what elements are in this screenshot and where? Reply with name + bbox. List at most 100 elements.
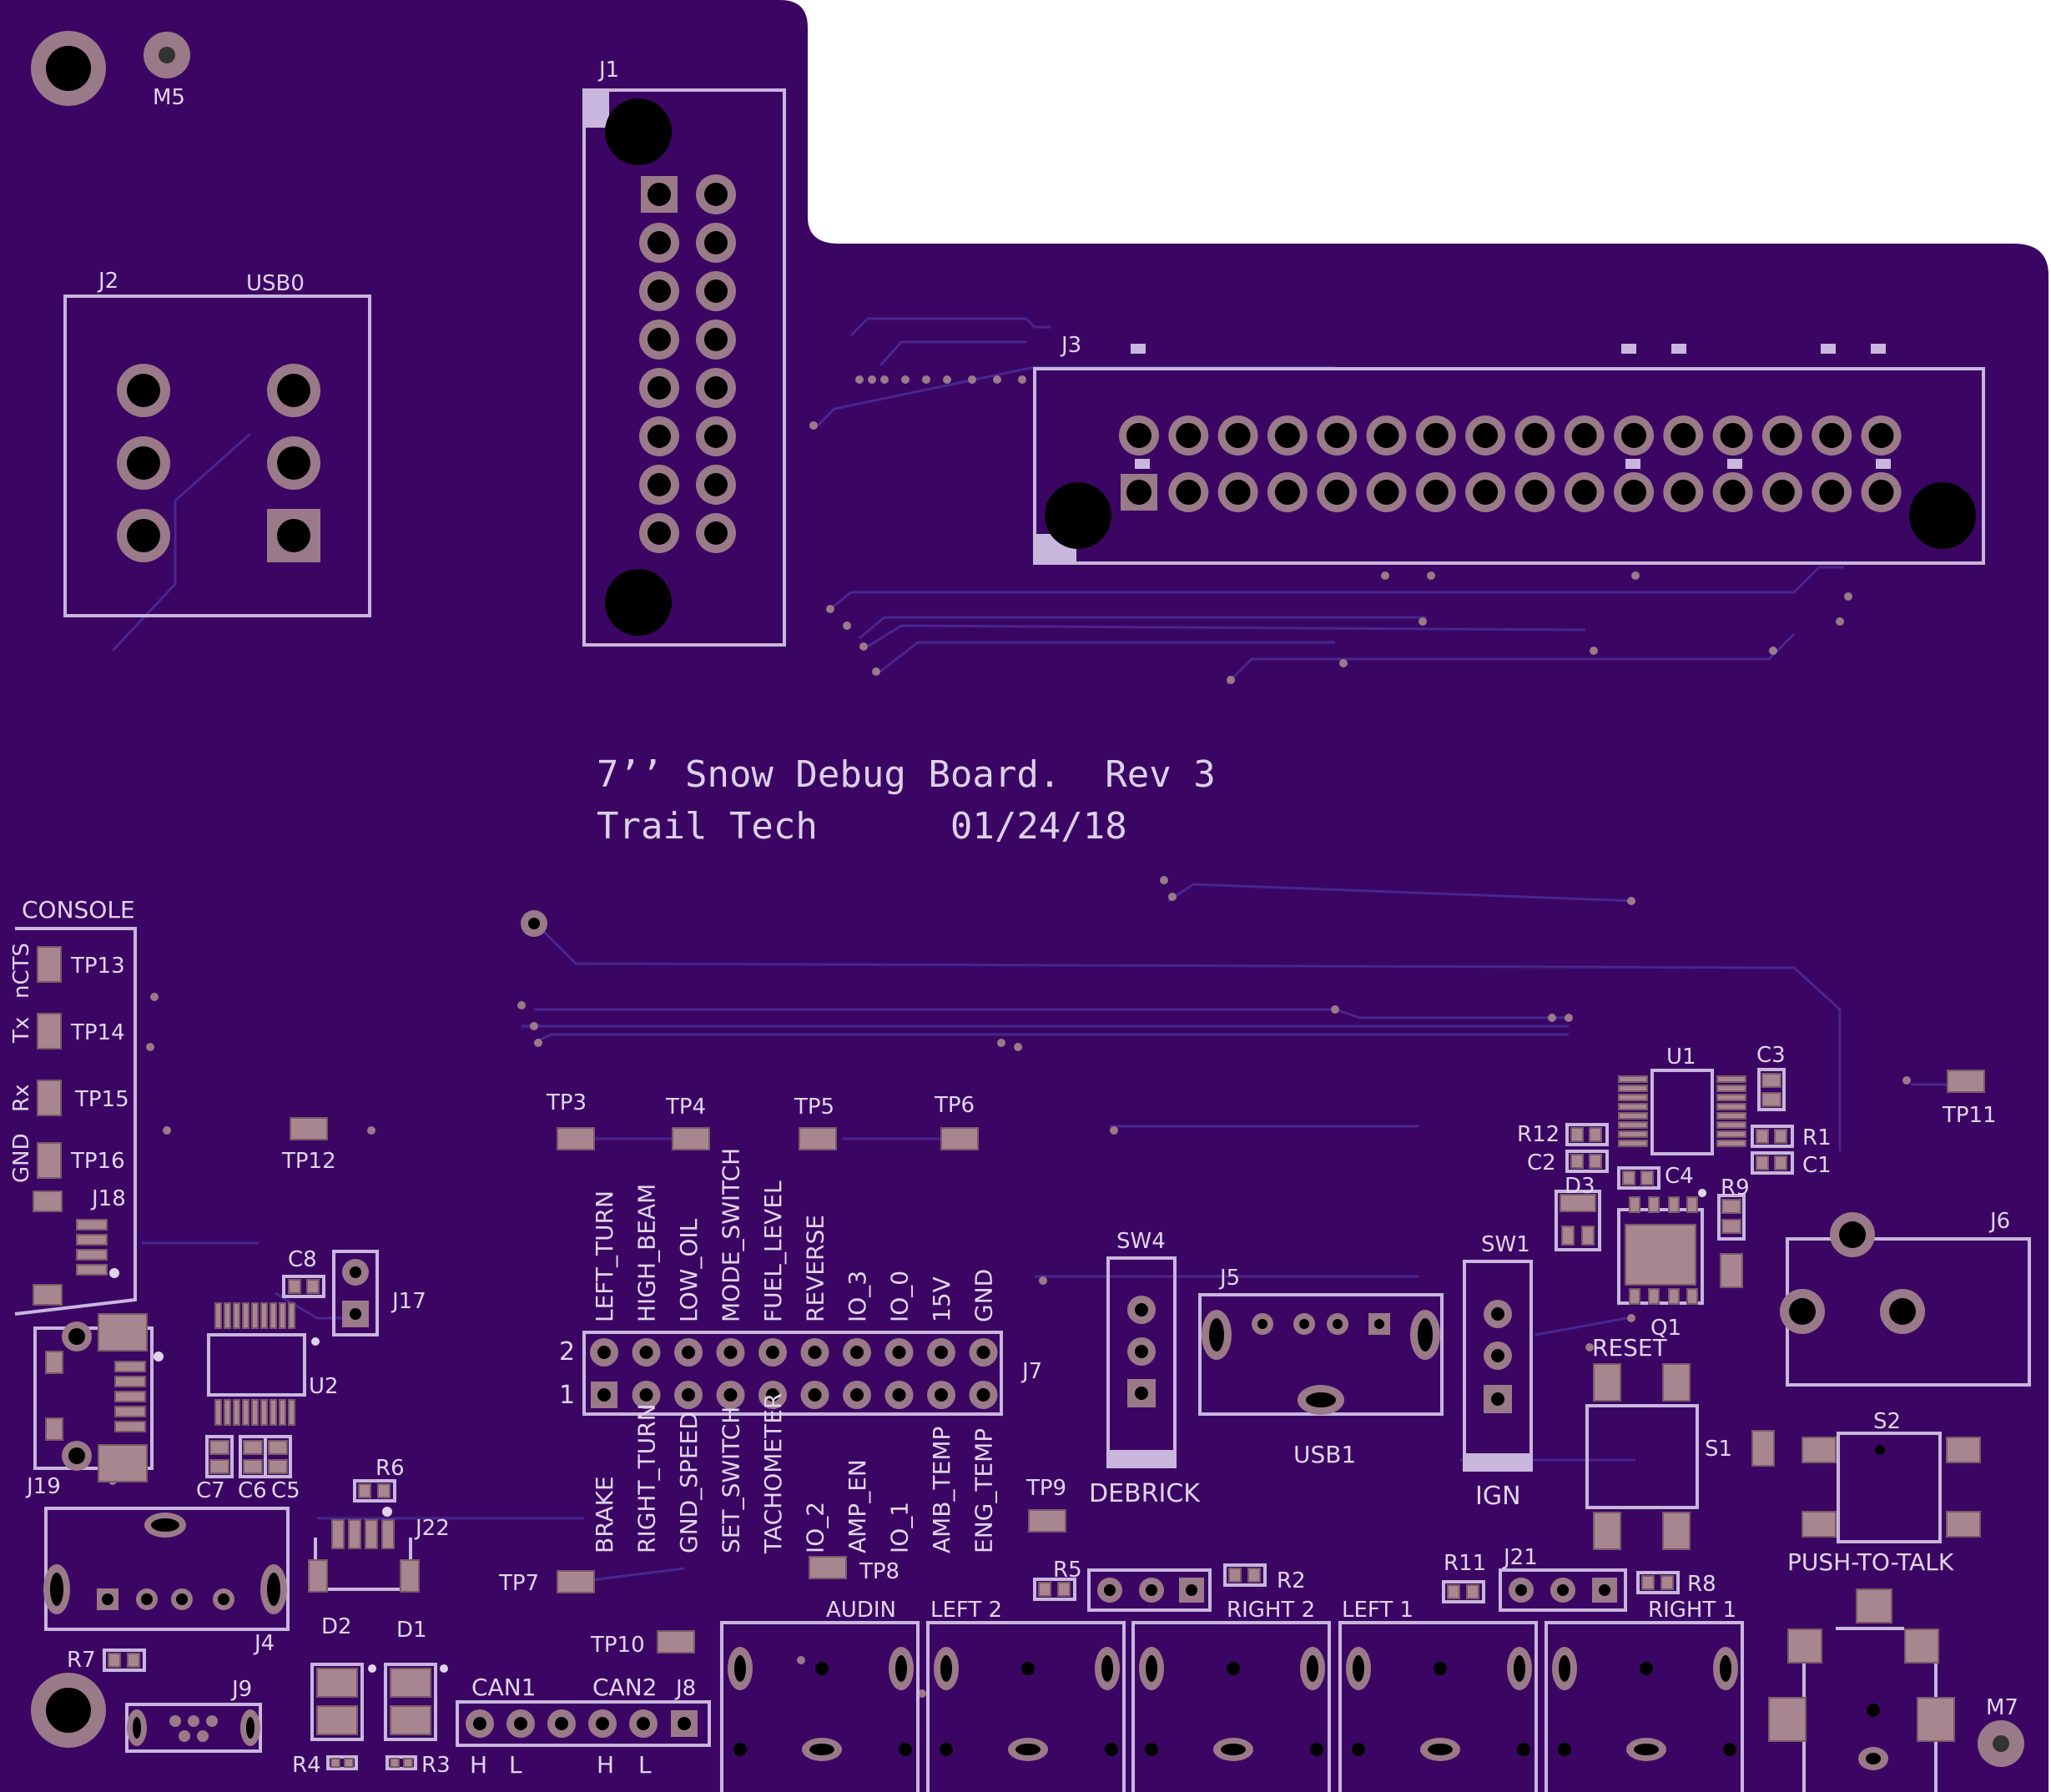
label-tp12: TP12 (281, 1149, 336, 1174)
button-s1-reset (1585, 1363, 1775, 1550)
pin (270, 1302, 277, 1329)
j7-top-label: LOW_OIL (675, 1218, 703, 1322)
component-d1 (384, 1663, 448, 1741)
label-m7: M7 (1986, 1695, 2018, 1720)
label-tp13: TP13 (70, 954, 125, 979)
j7-top-label: 15V (928, 1276, 955, 1322)
label-j7-row-1: 1 (559, 1381, 575, 1410)
mounting-hole-bottom-left (31, 1673, 106, 1748)
vias (108, 375, 1911, 1698)
j7-bottom-label: AMB_TEMP (928, 1427, 955, 1553)
pin (1618, 1094, 1648, 1101)
label-tp4: TP4 (665, 1095, 706, 1120)
label-j21: J21 (1502, 1545, 1538, 1570)
pin (1716, 1085, 1746, 1092)
label-audin: AUDIN (826, 1598, 896, 1623)
j7-bottom-label: IO_2 (802, 1502, 829, 1553)
j7-top-label: IO_0 (886, 1271, 914, 1322)
component-c2 (1565, 1150, 1609, 1173)
j7-top-label: MODE_SWITCH (718, 1148, 745, 1322)
pin (1618, 1140, 1648, 1147)
label-reset: RESET (1592, 1334, 1668, 1362)
label-gnd-console: GND (9, 1133, 34, 1183)
pad-r9-extra (1720, 1253, 1743, 1288)
label-tx: Tx (9, 1017, 34, 1044)
j7-top-label: GND (970, 1269, 998, 1322)
j7-bottom-label: SET_SWITCH (718, 1407, 745, 1553)
component-r9 (1717, 1194, 1746, 1241)
component-d2 (310, 1663, 376, 1741)
label-c5: C5 (271, 1478, 300, 1503)
mounting-hole-top-left (31, 31, 106, 106)
component-r11 (1442, 1580, 1485, 1603)
pin (242, 1399, 249, 1426)
pin (270, 1399, 277, 1426)
pin (1716, 1112, 1746, 1120)
label-can2: CAN2 (592, 1674, 657, 1701)
board-title-line-1: 7’’ Snow Debug Board. Rev 3 (597, 753, 1216, 796)
header-3pin-left (1087, 1568, 1212, 1612)
label-tp10: TP10 (590, 1633, 645, 1658)
connector-j3 (1033, 344, 1985, 565)
label-u1: U1 (1666, 1044, 1696, 1070)
audio-jack (926, 1621, 1126, 1792)
pin (224, 1399, 231, 1426)
component-r8 (1636, 1571, 1680, 1594)
pad-tp10 (657, 1630, 695, 1654)
switch-sw1 (1463, 1260, 1533, 1472)
label-tp5: TP5 (794, 1095, 834, 1120)
pin (251, 1399, 259, 1426)
component-r3 (386, 1755, 417, 1770)
pin (1618, 1112, 1648, 1120)
component-r1 (1751, 1125, 1794, 1148)
label-c2: C2 (1527, 1150, 1556, 1175)
label-tp15: TP15 (74, 1087, 129, 1112)
label-usb1: USB1 (1293, 1441, 1356, 1468)
j7-top-label: FUEL_LEVEL (759, 1180, 787, 1322)
label-s1: S1 (1705, 1437, 1732, 1462)
label-j4: J4 (253, 1631, 275, 1656)
j7-top-label: IO_3 (844, 1271, 871, 1322)
component-q1 (1617, 1189, 1706, 1305)
label-q1: Q1 (1650, 1316, 1681, 1341)
mark-m5 (144, 32, 190, 78)
pin (1618, 1103, 1648, 1110)
component-j9 (125, 1703, 262, 1753)
pin (1716, 1121, 1746, 1129)
label-tp11: TP11 (1942, 1103, 1997, 1128)
pad-tp16 (37, 1142, 62, 1179)
label-r3: R3 (421, 1753, 451, 1778)
label-rx: Rx (9, 1085, 34, 1112)
label-c1: C1 (1802, 1153, 1832, 1178)
label-tp9: TP9 (1026, 1476, 1066, 1501)
mark-m7 (1978, 1720, 2024, 1767)
j7-bottom-label: GND_SPEED (675, 1412, 703, 1553)
label-r8: R8 (1687, 1572, 1716, 1597)
component-j4 (43, 1507, 290, 1631)
component-c8 (282, 1275, 325, 1298)
label-j7: J7 (1020, 1359, 1042, 1384)
component-r2 (1223, 1563, 1267, 1587)
j7-bottom-label: TACHOMETER (759, 1393, 787, 1554)
label-r4: R4 (292, 1753, 321, 1778)
pad-tp8 (809, 1556, 847, 1579)
component-c4 (1617, 1166, 1660, 1190)
label-r12: R12 (1517, 1122, 1560, 1147)
label-j1: J1 (597, 58, 619, 83)
label-usb0: USB0 (246, 271, 305, 296)
label-ign: IGN (1475, 1482, 1521, 1511)
pin (279, 1399, 286, 1426)
label-j22: J22 (414, 1516, 450, 1541)
connector-j8 (456, 1700, 711, 1747)
label-ncts: nCTS (9, 943, 34, 999)
connector-j21 (1499, 1568, 1627, 1612)
pad-tp3 (557, 1127, 595, 1150)
console-outline (14, 927, 137, 1316)
label-j8: J8 (674, 1676, 696, 1701)
component-r6 (353, 1479, 396, 1503)
label-left-1: LEFT 1 (1342, 1598, 1414, 1623)
pad-tp12 (290, 1117, 328, 1140)
label-s2: S2 (1873, 1409, 1901, 1434)
pad-tp7 (557, 1570, 595, 1593)
pin (233, 1399, 240, 1426)
